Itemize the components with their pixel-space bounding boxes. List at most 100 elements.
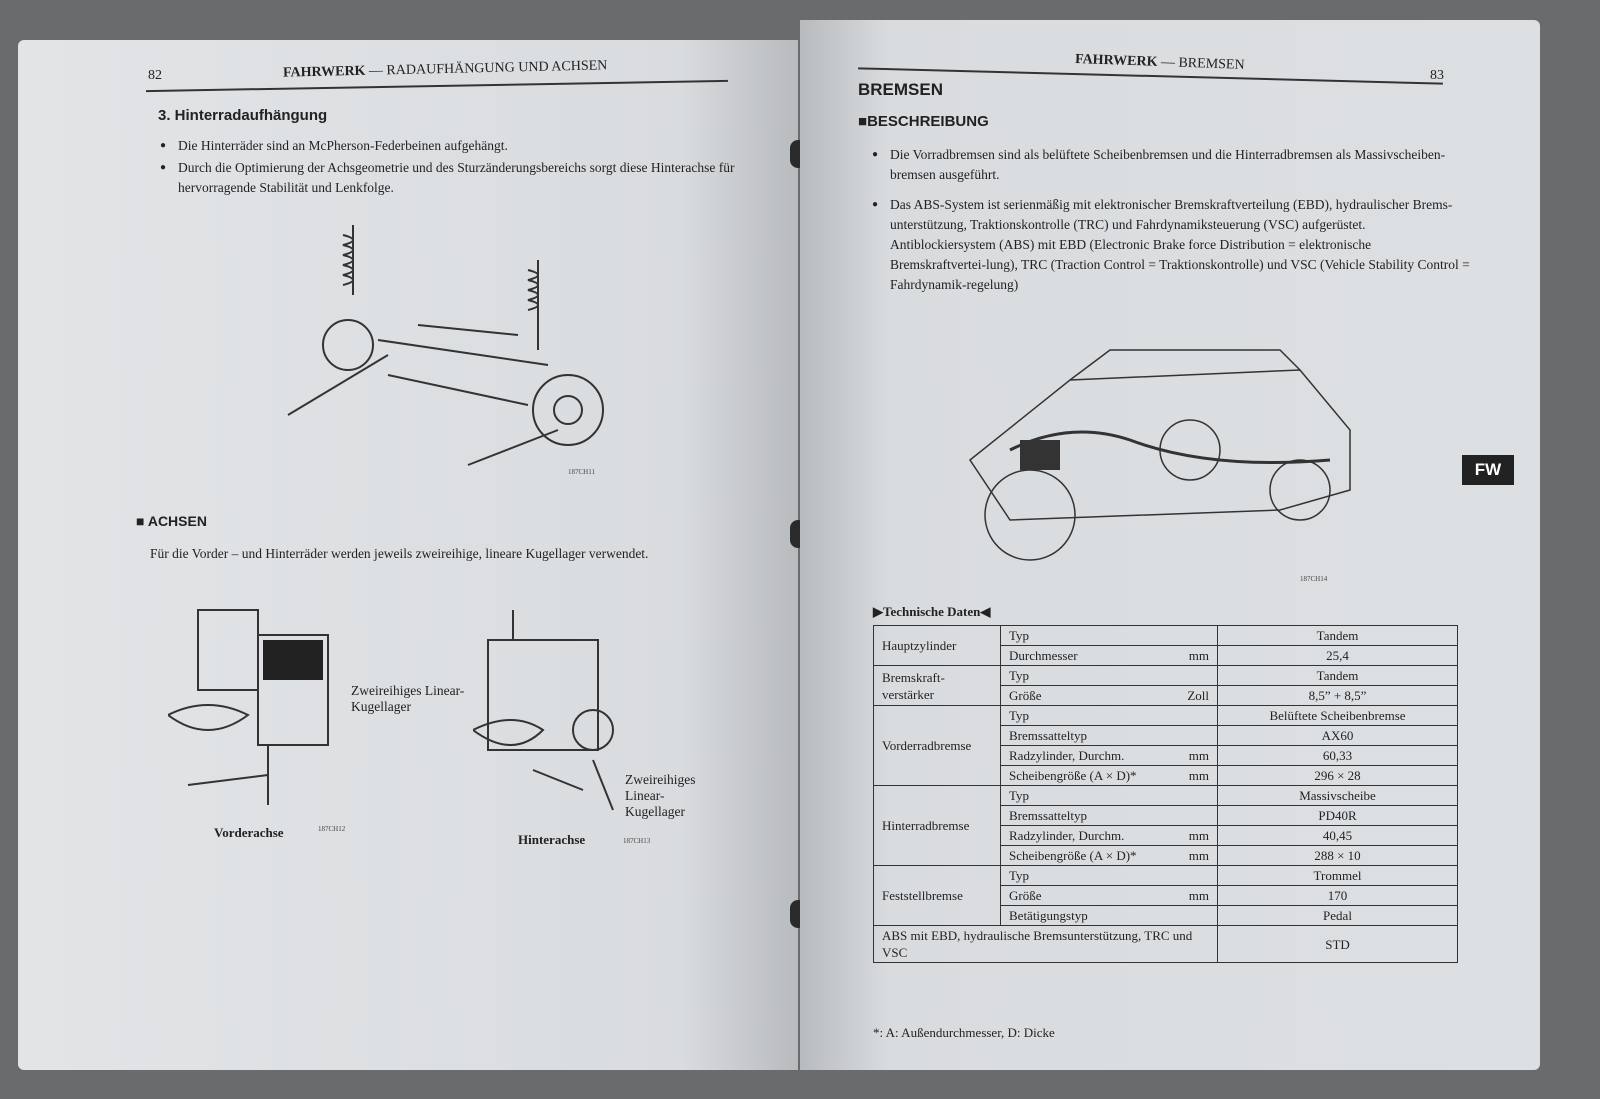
table-row: Radzylinder, Durchm. mm 60,33 — [874, 745, 1458, 766]
footer-value-cell: STD — [1217, 925, 1458, 963]
value-cell: AX60 — [1217, 725, 1458, 746]
table-title-text: Technische Daten — [883, 604, 981, 619]
rear-axle-caption: Hinterachse — [518, 832, 586, 847]
unit-label: mm — [1188, 648, 1209, 663]
page-number: 82 — [148, 68, 162, 83]
item-label: Größe — [1009, 888, 1042, 903]
item-cell: Typ — [1000, 785, 1218, 806]
figure-code: 187CH11 — [568, 468, 595, 476]
unit-label: mm — [1188, 848, 1209, 863]
item-cell: Scheibengröße (A × D)* mm — [1000, 765, 1218, 786]
header-rest: — BREMSEN — [1157, 54, 1245, 73]
item-label: Durchmesser — [1009, 648, 1078, 663]
unit-label: Zoll — [1187, 688, 1209, 703]
footer-label-cell: ABS mit EBD, hydraulische Bremsunterstüt… — [873, 925, 1218, 963]
table-row: Radzylinder, Durchm. mm 40,45 — [874, 825, 1458, 846]
item-label: Typ — [1009, 668, 1030, 683]
table-row: Feststellbremse Typ Trommel — [873, 865, 1458, 926]
bullet-item: Das ABS-System ist serienmäßig mit elekt… — [872, 195, 1470, 295]
table-title: ▶Technische Daten◀ — [873, 604, 991, 619]
front-axle-illustration — [168, 609, 329, 805]
front-bearing-label: Zweireihiges Linear-Kugellager — [351, 683, 465, 714]
front-axle-caption: Vorderachse — [214, 825, 284, 840]
figure-code: 187CH12 — [318, 825, 346, 833]
header-rule — [146, 79, 728, 93]
rear-axle-illustration — [473, 610, 614, 811]
value-cell: 8,5” + 8,5” — [1217, 685, 1458, 706]
item-label: Typ — [1009, 708, 1030, 723]
unit-label: mm — [1188, 768, 1209, 783]
value-cell: 170 — [1217, 885, 1458, 906]
group-cell: Bremskraft-verstärker — [873, 665, 1001, 706]
value-cell: 296 × 28 — [1217, 765, 1458, 786]
value-cell: 25,4 — [1217, 645, 1458, 666]
unit-label: mm — [1188, 888, 1209, 903]
value-cell: Pedal — [1217, 905, 1458, 926]
table-row: Bremskraft-verstärker Typ Tandem — [873, 665, 1458, 706]
item-label: Bremssatteltyp — [1009, 728, 1087, 743]
item-cell: Typ — [1000, 665, 1218, 686]
item-cell: Typ — [1000, 705, 1218, 726]
item-cell: Typ — [1000, 865, 1218, 886]
header-bold: FAHRWERK — [282, 63, 366, 81]
group-cell: Feststellbremse — [873, 865, 1001, 926]
item-label: Typ — [1009, 788, 1030, 803]
car-brake-system-illustration — [968, 349, 1351, 561]
value-cell: Trommel — [1217, 865, 1458, 886]
value-cell: 60,33 — [1217, 745, 1458, 766]
unit-label: mm — [1188, 828, 1209, 843]
item-cell: Größe mm — [1000, 885, 1218, 906]
running-header: FAHRWERK — RADAUFHÄNGUNG UND ACHSEN — [283, 58, 608, 81]
section-heading: ■BESCHREIBUNG — [858, 113, 989, 130]
bullet-item: Die Vorradbremsen sind als belüftete Sch… — [872, 145, 1470, 185]
item-label: Radzylinder, Durchm. — [1009, 828, 1125, 843]
item-label: Größe — [1009, 688, 1042, 703]
achsen-text: Für die Vorder – und Hinterräder werden … — [150, 546, 649, 561]
value-cell: PD40R — [1217, 805, 1458, 826]
bullet-item: Durch die Optimierung der Achsgeometrie … — [160, 158, 758, 198]
item-cell: Radzylinder, Durchm. mm — [1000, 745, 1218, 766]
group-cell: Vorderradbremse — [873, 705, 1001, 786]
value-cell: Tandem — [1217, 625, 1458, 646]
achsen-heading: ■ ACHSEN — [136, 513, 207, 529]
item-label: Bremssatteltyp — [1009, 808, 1087, 823]
section-tab-fw[interactable]: FW — [1462, 455, 1514, 485]
value-cell: Belüftete Scheibenbremse — [1217, 705, 1458, 726]
item-label: Radzylinder, Durchm. — [1009, 748, 1125, 763]
value-cell: Massivscheibe — [1217, 785, 1458, 806]
table-row: ABS mit EBD, hydraulische Bremsunterstüt… — [873, 925, 1458, 963]
running-header: FAHRWERK — BREMSEN — [1075, 52, 1245, 74]
item-label: Scheibengröße (A × D)* — [1009, 768, 1137, 783]
table-row: Scheibengröße (A × D)* mm 296 × 28 — [874, 765, 1458, 786]
header-rest: — RADAUFHÄNGUNG UND ACHSEN — [365, 58, 608, 79]
group-cell: Hinterradbremse — [873, 785, 1001, 866]
table-row: Hinterradbremse Typ Massivscheibe — [873, 785, 1458, 866]
section-heading-text: BESCHREIBUNG — [867, 113, 989, 130]
unit-label: mm — [1188, 748, 1209, 763]
value-cell: Tandem — [1217, 665, 1458, 686]
table-row: Vorderradbremse Typ Belüftete Scheibenbrem… — [873, 705, 1458, 786]
item-cell: Scheibengröße (A × D)* mm — [1000, 845, 1218, 866]
table-row: Bremssatteltyp AX60 — [874, 725, 1458, 746]
rear-suspension-illustration — [287, 225, 604, 466]
rear-bearing-label: Zweireihiges Linear-Kugellager — [625, 772, 696, 819]
item-label: Typ — [1009, 868, 1030, 883]
bullet-item: Die Hinterräder sind an McPherson-Federb… — [160, 136, 758, 156]
item-cell: Betätigungstyp — [1000, 905, 1218, 926]
item-cell: Bremssatteltyp — [1000, 725, 1218, 746]
header-bold: FAHRWERK — [1074, 52, 1158, 70]
table-row: Bremssatteltyp PD40R — [874, 805, 1458, 826]
left-page: 82 FAHRWERK — RADAUFHÄNGUNG UND ACHSEN 3… — [18, 40, 798, 1070]
item-cell: Radzylinder, Durchm. mm — [1000, 825, 1218, 846]
item-label: Betätigungstyp — [1009, 908, 1088, 923]
item-label: Scheibengröße (A × D)* — [1009, 848, 1137, 863]
footnote: *: A: Außendurchmesser, D: Dicke — [873, 1025, 1055, 1040]
value-cell: 288 × 10 — [1217, 845, 1458, 866]
item-cell: Durchmesser mm — [1000, 645, 1218, 666]
value-cell: 40,45 — [1217, 825, 1458, 846]
page-number: 83 — [1430, 68, 1444, 83]
item-cell: Typ — [1000, 625, 1218, 646]
figure-code: 187CH13 — [623, 837, 651, 845]
